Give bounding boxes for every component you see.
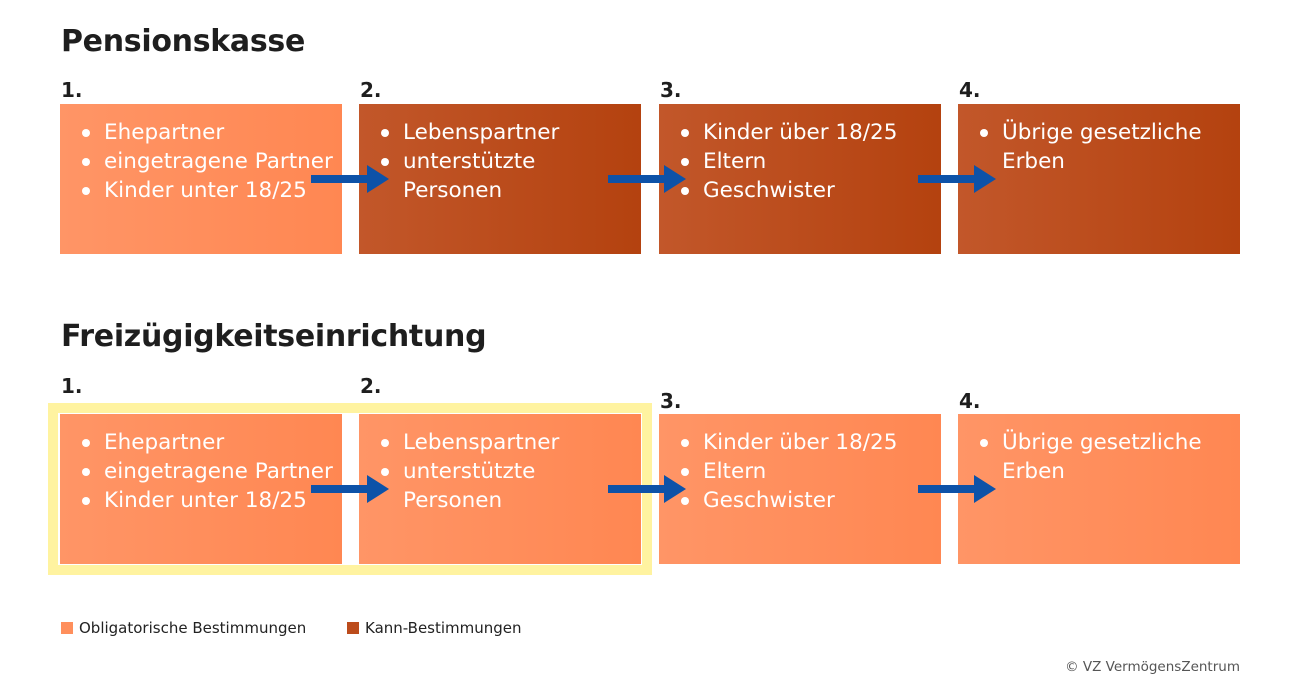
beneficiary-item: unterstützte Personen <box>379 147 641 205</box>
arrow-right-icon <box>918 165 996 193</box>
beneficiary-item: eingetragene Partner <box>80 457 342 486</box>
beneficiary-item: Eltern <box>679 147 941 176</box>
step-box-pk-2: Lebenspartner unterstützte Personen <box>359 104 641 254</box>
beneficiary-list: Kinder über 18/25 Eltern Geschwister <box>679 118 941 205</box>
arrow-right-icon <box>608 165 686 193</box>
beneficiary-item: Geschwister <box>679 486 941 515</box>
step-box-fz-3: Kinder über 18/25 Eltern Geschwister <box>659 414 941 564</box>
beneficiary-item: Kinder über 18/25 <box>679 118 941 147</box>
arrow-right-icon <box>918 475 996 503</box>
beneficiary-list: Übrige gesetzliche Erben <box>978 118 1240 176</box>
step-number: 2. <box>360 374 382 398</box>
step-box-pk-1: Ehepartner eingetragene Partner Kinder u… <box>60 104 342 254</box>
beneficiary-item: Eltern <box>679 457 941 486</box>
beneficiary-item: Kinder unter 18/25 <box>80 176 342 205</box>
beneficiary-list: Ehepartner eingetragene Partner Kinder u… <box>80 428 342 515</box>
step-number: 1. <box>61 78 83 102</box>
copyright-notice: © VZ VermögensZentrum <box>1065 659 1240 675</box>
section-title-freizuegigkeit: Freizügigkeitseinrichtung <box>61 319 487 354</box>
beneficiary-list: Lebenspartner unterstützte Personen <box>379 428 641 515</box>
step-box-fz-1: Ehepartner eingetragene Partner Kinder u… <box>60 414 342 564</box>
step-number: 1. <box>61 374 83 398</box>
beneficiary-list: Lebenspartner unterstützte Personen <box>379 118 641 205</box>
step-number: 3. <box>660 389 682 413</box>
step-number: 4. <box>959 78 981 102</box>
legend-item-kann: Kann-Bestimmungen <box>347 619 522 637</box>
step-number: 3. <box>660 78 682 102</box>
step-number: 2. <box>360 78 382 102</box>
beneficiary-list: Ehepartner eingetragene Partner Kinder u… <box>80 118 342 205</box>
beneficiary-item: eingetragene Partner <box>80 147 342 176</box>
beneficiary-item: Lebenspartner <box>379 118 641 147</box>
legend-label: Obligatorische Bestimmungen <box>79 619 307 637</box>
section-title-pensionskasse: Pensionskasse <box>61 24 306 59</box>
step-number: 4. <box>959 389 981 413</box>
legend-item-obligatorisch: Obligatorische Bestimmungen <box>61 619 306 637</box>
step-box-pk-4: Übrige gesetzliche Erben <box>958 104 1240 254</box>
beneficiary-item: Geschwister <box>679 176 941 205</box>
arrow-right-icon <box>311 475 389 503</box>
legend-swatch <box>61 622 73 634</box>
beneficiary-item: Übrige gesetzliche Erben <box>978 118 1240 176</box>
arrow-right-icon <box>311 165 389 193</box>
beneficiary-item: Ehepartner <box>80 428 342 457</box>
step-box-fz-4: Übrige gesetzliche Erben <box>958 414 1240 564</box>
beneficiary-item: Kinder über 18/25 <box>679 428 941 457</box>
arrow-right-icon <box>608 475 686 503</box>
beneficiary-list: Übrige gesetzliche Erben <box>978 428 1240 486</box>
beneficiary-item: Lebenspartner <box>379 428 641 457</box>
beneficiary-list: Kinder über 18/25 Eltern Geschwister <box>679 428 941 515</box>
legend-swatch <box>347 622 359 634</box>
legend-label: Kann-Bestimmungen <box>365 619 522 637</box>
beneficiary-item: Ehepartner <box>80 118 342 147</box>
step-box-pk-3: Kinder über 18/25 Eltern Geschwister <box>659 104 941 254</box>
step-box-fz-2: Lebenspartner unterstützte Personen <box>359 414 641 564</box>
beneficiary-item: Übrige gesetzliche Erben <box>978 428 1240 486</box>
beneficiary-item: Kinder unter 18/25 <box>80 486 342 515</box>
beneficiary-item: unterstützte Personen <box>379 457 641 515</box>
